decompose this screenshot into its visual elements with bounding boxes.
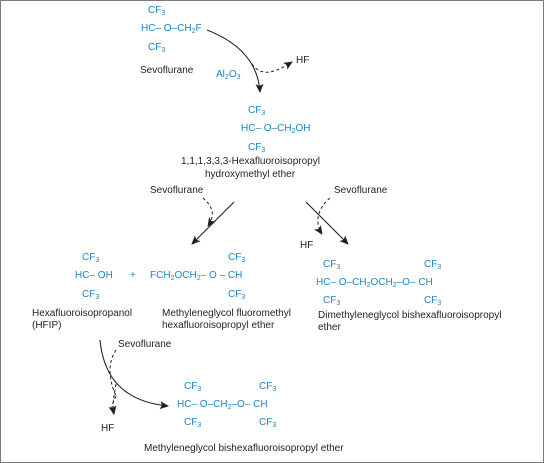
- dgbe-formula: HC– O–CH2OCH2–O– CH: [316, 277, 433, 290]
- mgbe-cf3-top-left: CF3: [184, 381, 202, 394]
- mfe-cf3-top: CF3: [228, 252, 246, 265]
- hf-label-bottom: HF: [101, 423, 115, 434]
- intermediate-cf3-bottom: CF3: [248, 142, 266, 155]
- intermediate-formula: HC– O–CH2OH: [241, 123, 311, 136]
- arrow-sevoflurane-to-intermediate: [206, 29, 264, 93]
- intermediate-label-line2: hydroxymethyl ether: [205, 169, 296, 180]
- mfe-cf3-bottom: CF3: [228, 289, 246, 302]
- arrow-to-hfip-pair: [191, 201, 235, 245]
- reagent-label-bottom: Sevoflurane: [118, 339, 172, 350]
- mgbe-cf3-top-right: CF3: [259, 381, 277, 394]
- hfip-label: Hexafluoroisopropanol (HFIP): [32, 308, 133, 331]
- sevoflurane-cf3-top: CF3: [148, 5, 166, 18]
- intermediate-label-line1: 1,1,1,3,3,3-Hexafluoroisopropyl: [181, 156, 320, 167]
- hfip-formula: HC– OH: [75, 270, 113, 281]
- mgbe-cf3-bottom-left: CF3: [184, 417, 202, 430]
- reagent-label-right: Sevoflurane: [334, 185, 388, 196]
- arrow-hfip-to-mgbe: [99, 339, 169, 410]
- hf-label-top: HF: [296, 55, 310, 66]
- mfe-formula: FCH2OCH2– O – CH: [150, 270, 243, 283]
- arrow-to-dgbe: [305, 201, 349, 245]
- plus-sign: +: [130, 270, 136, 281]
- hfip-cf3-top: CF3: [82, 252, 100, 265]
- mfe-label: Methyleneglycol fluoromethyl hexafluoroi…: [162, 308, 291, 331]
- hf-label-middle: HF: [300, 240, 314, 251]
- dgbe-cf3-bottom-left: CF3: [323, 295, 341, 308]
- catalyst-label: Al2O3: [216, 69, 241, 82]
- sevoflurane-formula: HC– O–CH2F: [141, 23, 202, 36]
- sevoflurane-label: Sevoflurane: [140, 65, 194, 76]
- mgbe-formula: HC– O–CH2–O– CH: [177, 399, 268, 412]
- arrow-hf-release-bottom: [108, 383, 117, 415]
- hfip-cf3-bottom: CF3: [82, 289, 100, 302]
- sevoflurane-cf3-bottom: CF3: [148, 42, 166, 55]
- arrow-hf-release-1: [251, 61, 293, 73]
- dgbe-label: Dimethyleneglycol bishexafluoroisopropyl…: [318, 310, 502, 333]
- arrow-sevoflurane-join-left: [202, 197, 216, 227]
- reagent-label-left: Sevoflurane: [150, 185, 204, 196]
- mgbe-cf3-bottom-right: CF3: [259, 417, 277, 430]
- dgbe-cf3-top-right: CF3: [424, 259, 442, 272]
- intermediate-cf3-top: CF3: [248, 105, 266, 118]
- dgbe-cf3-top-left: CF3: [323, 259, 341, 272]
- dgbe-cf3-bottom-right: CF3: [424, 295, 442, 308]
- mgbe-label: Methyleneglycol bishexafluoroisopropyl e…: [144, 443, 344, 454]
